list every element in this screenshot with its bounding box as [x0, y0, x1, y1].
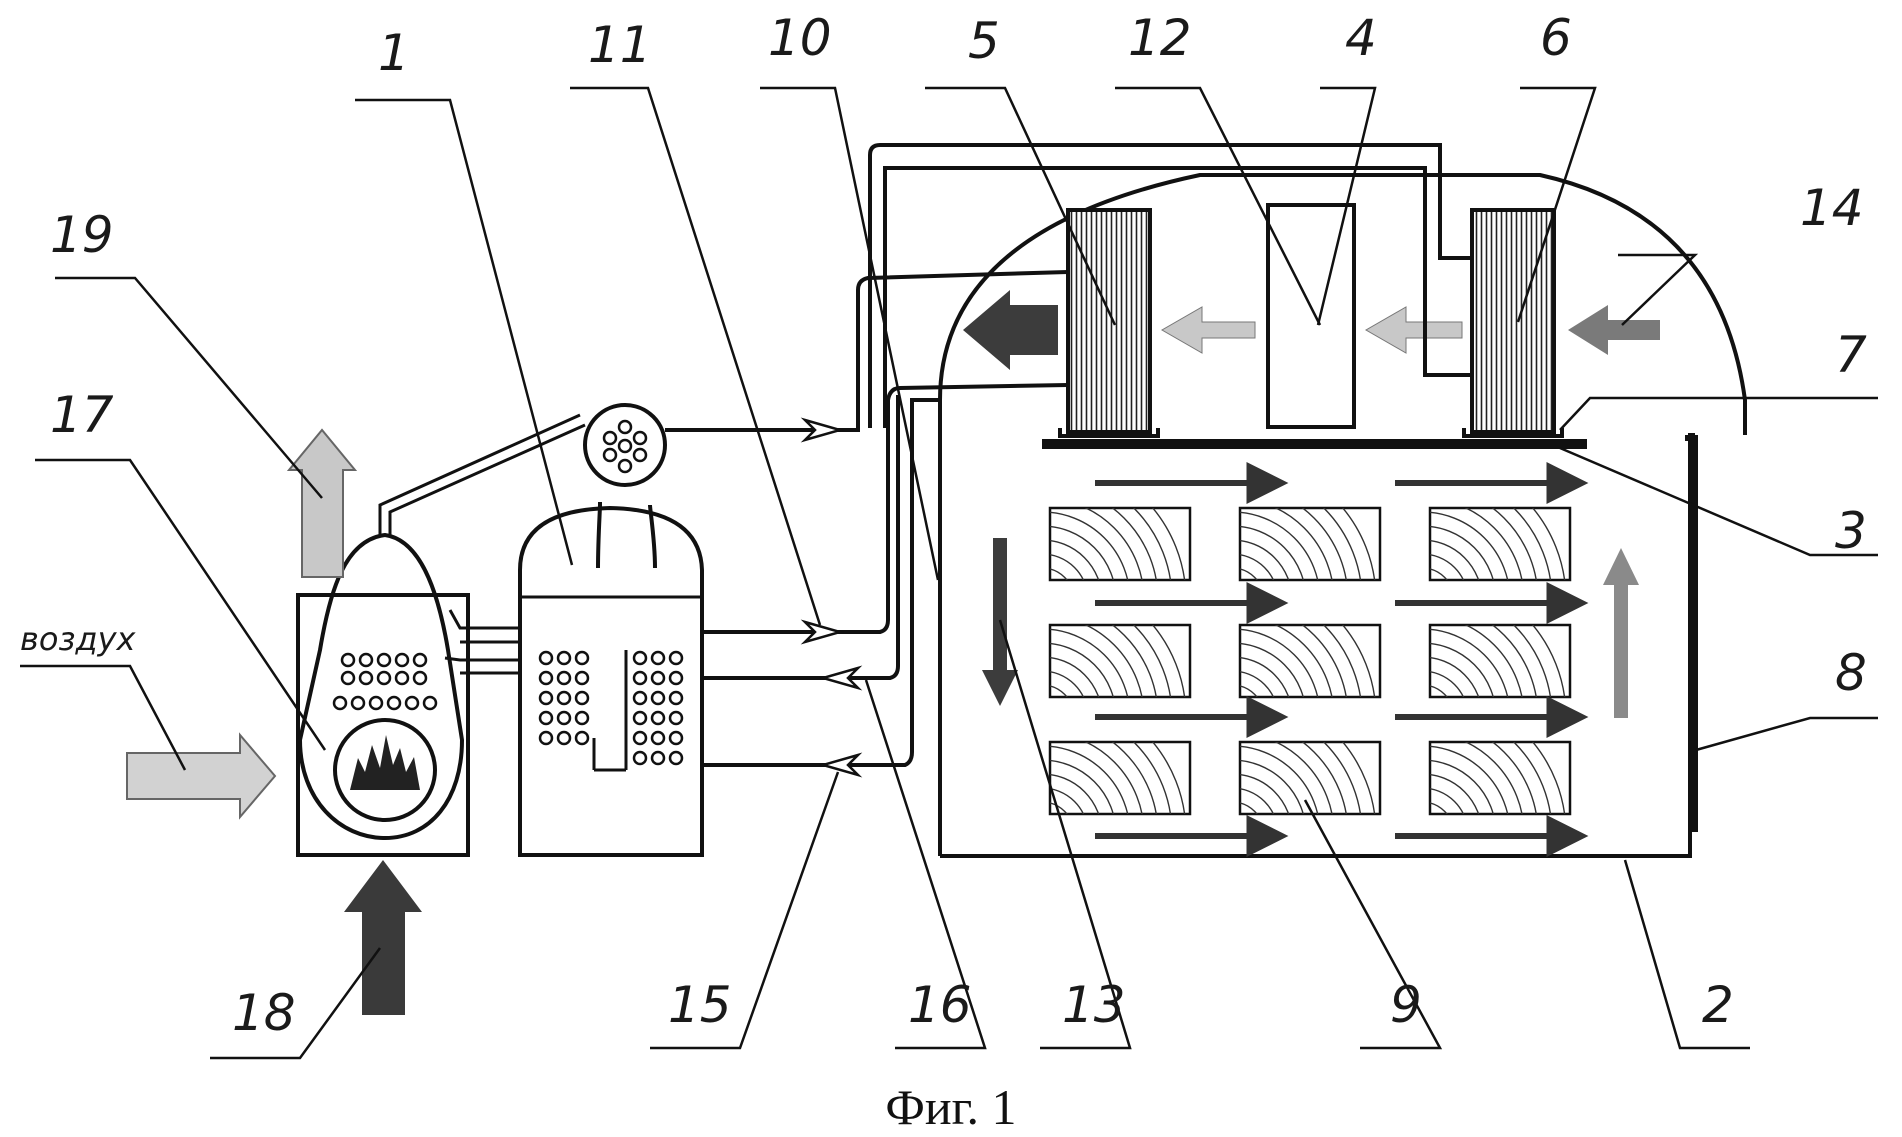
boiler-tubes: [332, 652, 438, 711]
exhaust-arrow: [286, 428, 358, 578]
label-14: 14: [1800, 179, 1864, 237]
label-3: 3: [1835, 502, 1867, 560]
pipelines: [665, 143, 1472, 767]
fuel-feed-arrow: [344, 860, 422, 1015]
flue-pipe: [378, 413, 586, 535]
boiler: [296, 532, 470, 857]
label-6: 6: [1540, 9, 1572, 67]
label-18: 18: [232, 984, 296, 1042]
horizontal-flow-arrows: [1095, 462, 1589, 857]
door-panel: [1685, 435, 1698, 832]
label-5: 5: [968, 12, 1000, 70]
flow-direction-markers: [800, 417, 863, 778]
airflow-arrow-14: [1568, 305, 1660, 355]
airflow-arrow-mid: [1364, 306, 1463, 354]
label-10: 10: [768, 9, 832, 67]
figure-caption: Фиг. 1: [885, 1079, 1017, 1135]
label-8: 8: [1835, 644, 1867, 702]
label-19: 19: [50, 206, 114, 264]
label-2: 2: [1702, 976, 1734, 1034]
label-15: 15: [668, 976, 732, 1034]
economizer-tubes: [602, 419, 648, 474]
label-17: 17: [50, 386, 114, 444]
label-13: 13: [1062, 976, 1126, 1034]
label-1: 1: [378, 24, 410, 82]
label-7: 7: [1835, 326, 1867, 384]
label-16: 16: [908, 976, 972, 1034]
heat-exchanger-left: [1058, 208, 1160, 438]
air-inlet-arrow: [126, 732, 277, 820]
label-4: 4: [1345, 9, 1377, 67]
airflow-arrow-out: [963, 290, 1058, 370]
label-9: 9: [1390, 976, 1422, 1034]
air-label: воздух: [20, 620, 137, 658]
flame-icon: [350, 735, 420, 790]
heat-exchanger-right: [1462, 208, 1564, 438]
accumulator-tubes: [538, 650, 684, 766]
upflow-arrow: [1603, 548, 1639, 718]
fan-unit: [1266, 203, 1356, 429]
airflow-arrow-12: [1160, 306, 1256, 354]
leader-lines: [20, 86, 1878, 1060]
partition-plate: [1042, 439, 1587, 449]
label-11: 11: [588, 16, 652, 74]
label-12: 12: [1128, 9, 1192, 67]
